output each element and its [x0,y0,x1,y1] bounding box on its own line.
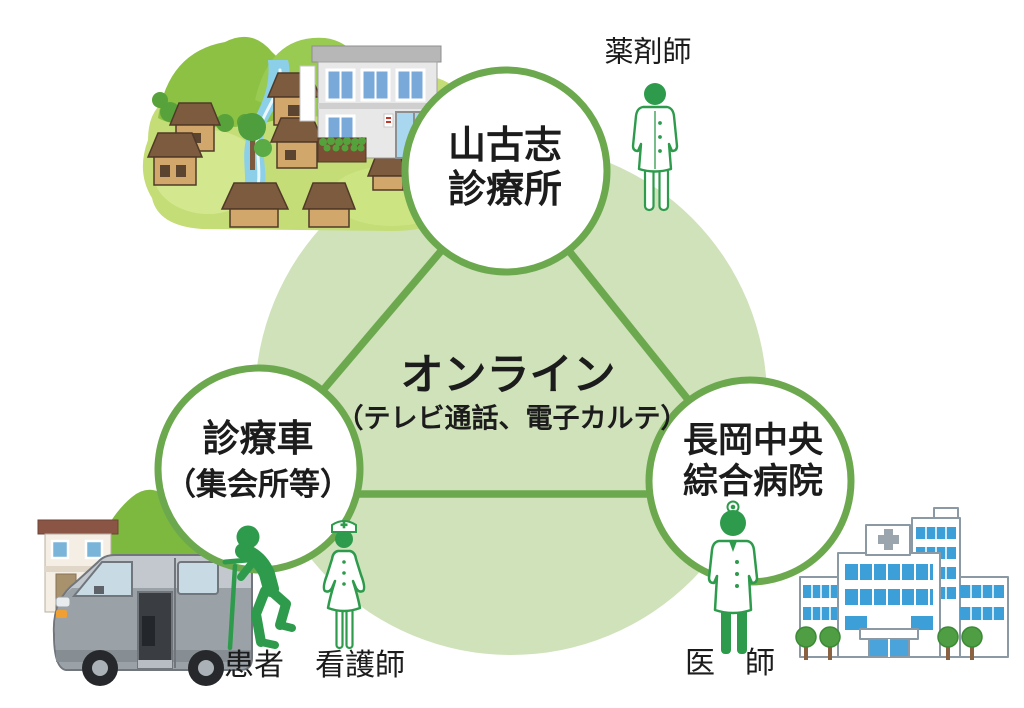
elderly-patient-figure [222,525,296,651]
hospital-label-line1: 長岡中央 [682,421,824,461]
doctor-figure [707,500,759,654]
clinic-node-label: 山古志 診療所 [448,123,562,211]
mobile-clinic-label-line2: （集会所等） [165,467,351,503]
doctor-label: 医 師 [685,645,775,681]
clinic-label-line1: 山古志 [447,123,563,167]
general-hospital-building-illustration [795,507,1009,660]
hospital-node-label: 長岡中央 綜合病院 [683,421,823,503]
online-area-circle [255,143,767,655]
connection-lines [315,241,697,498]
online-subtitle: （テレビ通話、電子カルテ） [336,403,688,435]
medical-care-van-illustration [52,554,253,686]
hospital-label-line2: 綜合病院 [682,462,824,502]
nurse-label: 看護師 [315,647,405,683]
line-clinic-car [315,241,450,399]
clinic-node-circle [401,66,611,276]
clinic-label-line2: 診療所 [447,167,563,211]
mountain-village-illustration [142,36,464,231]
mobile-clinic-label-line1: 診療車 [202,417,314,460]
pharmacist-figure [631,83,679,212]
nurse-figure [322,520,366,650]
hospital-trees [795,626,983,660]
hospital-cross-icon [878,529,899,550]
patient-label: 患者 [224,647,284,683]
pharmacist-label: 薬剤師 [604,34,692,69]
line-clinic-hospital [562,243,697,410]
mobile-clinic-node-label: 診療車 （集会所等） [165,415,351,509]
online-title: オンライン [400,350,616,401]
